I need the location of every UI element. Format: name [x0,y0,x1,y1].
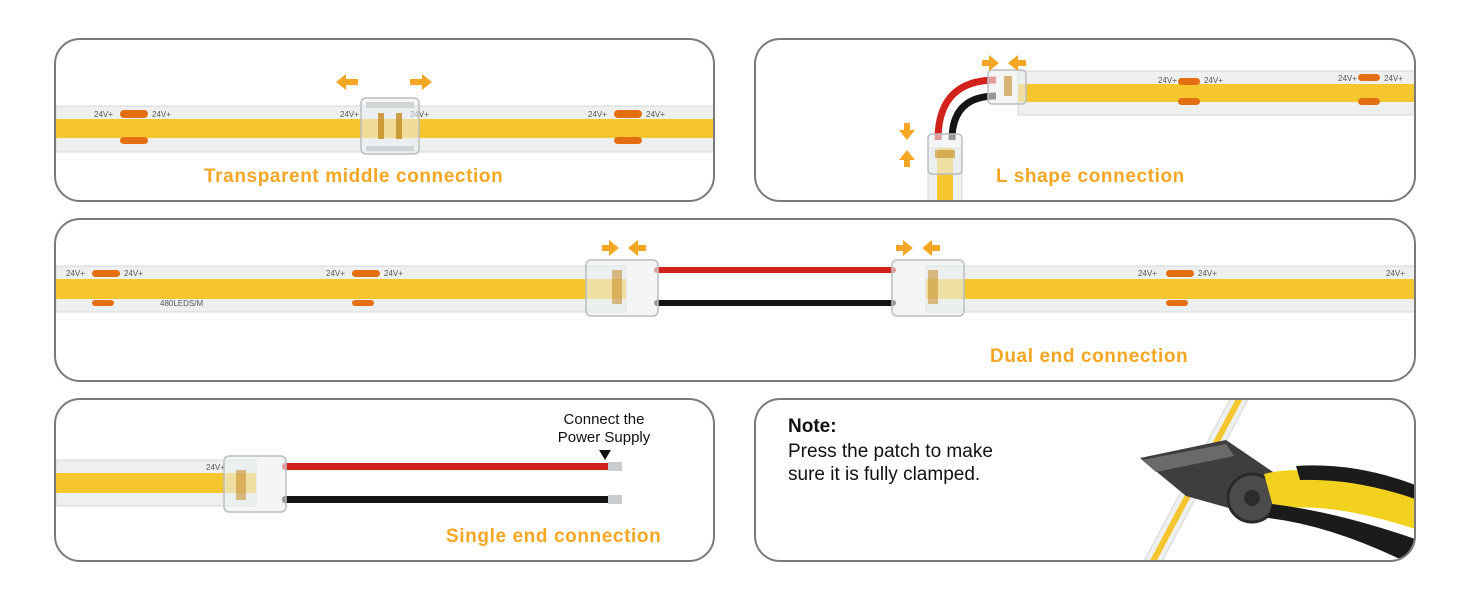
svg-text:24V+: 24V+ [1386,269,1405,278]
panel-note: Note: Press the patch to make sure it is… [754,398,1416,562]
svg-text:24V+: 24V+ [206,463,225,472]
svg-text:24V+: 24V+ [588,110,607,119]
panel-l-shape: 24V+ 24V+ 24V+ 24V+ L shape connection [754,38,1416,202]
svg-text:24V+: 24V+ [66,269,85,278]
svg-text:24V+: 24V+ [1384,74,1403,83]
l-connector-vertical [927,133,963,175]
svg-text:24V+: 24V+ [340,110,359,119]
arrow-right-icon [896,240,913,256]
svg-text:24V+: 24V+ [1198,269,1217,278]
pliers-illustration [1135,400,1414,560]
note-text: Press the patch to make sure it is fully… [788,441,993,485]
arrow-up-icon [899,150,915,167]
svg-text:24V+: 24V+ [1204,76,1223,85]
arrow-right-icon [602,240,619,256]
transparent-connector [360,97,420,155]
arrow-left-icon [922,240,940,256]
svg-text:24V+: 24V+ [124,269,143,278]
note-title: Note: [788,416,837,437]
svg-text:480LEDS/M: 480LEDS/M [160,299,203,308]
pliers-icon [1140,440,1414,560]
svg-text:24V+: 24V+ [1338,74,1357,83]
single-connector [223,455,287,513]
svg-text:24V+: 24V+ [152,110,171,119]
caption-dual-end: Dual end connection [990,346,1189,367]
single-end-illustration: 24V+ [56,455,622,513]
dual-end-illustration: 24V+ 24V+ 480LEDS/M 24V+ 24V+ 24V+ 24V+ … [56,240,1414,317]
svg-text:24V+: 24V+ [384,269,403,278]
dual-connector-left [585,259,659,317]
caption-single-end: Single end connection [446,526,662,547]
arrow-down-icon [899,123,915,140]
l-connector-horizontal [987,69,1027,105]
panel-transparent-middle: 24V+ 24V+ 24V+ 24V+ 24V+ 24V+ Transparen… [54,38,715,202]
svg-text:24V+: 24V+ [646,110,665,119]
caption-transparent-middle: Transparent middle connection [204,166,504,187]
arrow-left-icon [628,240,646,256]
down-triangle-icon [599,450,611,460]
panel-dual-end: 24V+ 24V+ 480LEDS/M 24V+ 24V+ 24V+ 24V+ … [54,218,1416,382]
dual-connector-right [891,259,965,317]
svg-text:24V+: 24V+ [1158,76,1177,85]
arrow-left-icon [336,74,358,90]
caption-l-shape: L shape connection [996,166,1185,187]
arrow-right-icon [410,74,432,90]
svg-text:24V+: 24V+ [326,269,345,278]
svg-text:24V+: 24V+ [94,110,113,119]
l-shape-illustration: 24V+ 24V+ 24V+ 24V+ [899,55,1414,200]
callout-power-supply: Connect the Power Supply [557,411,651,446]
panel-single-end: 24V+ Connect the Power Supply Single end… [54,398,715,562]
arrow-left-icon [1008,55,1026,71]
arrow-right-icon [982,55,999,71]
svg-text:24V+: 24V+ [1138,269,1157,278]
transparent-middle-illustration: 24V+ 24V+ 24V+ 24V+ 24V+ 24V+ [56,74,713,155]
